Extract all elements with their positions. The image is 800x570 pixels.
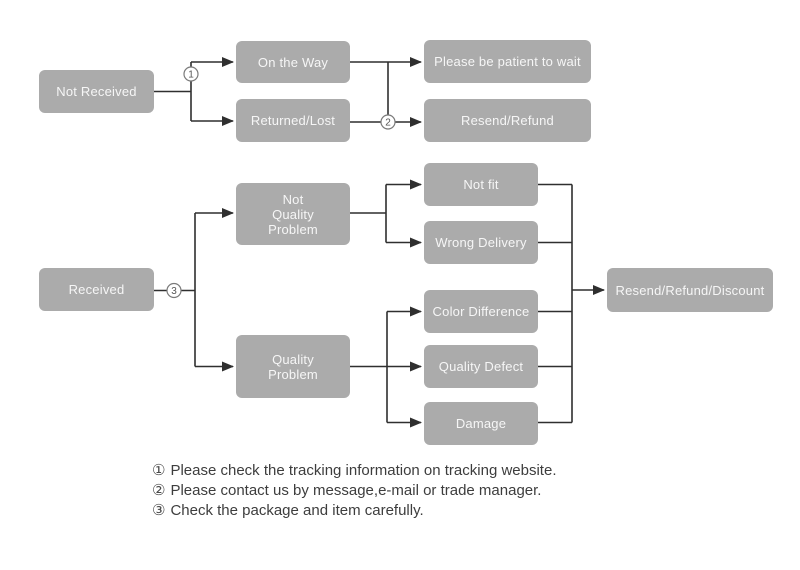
node-not-quality-problem: Not Quality Problem xyxy=(236,183,350,245)
node-please-be-patient: Please be patient to wait xyxy=(424,40,591,83)
node-wrong-delivery: Wrong Delivery xyxy=(424,221,538,264)
footnote-text-3: Check the package and item carefully. xyxy=(170,502,424,519)
node-quality-defect: Quality Defect xyxy=(424,345,538,388)
junction-digit-2: 2 xyxy=(385,118,391,129)
junction-circle-1 xyxy=(183,66,199,82)
node-on-the-way: On the Way xyxy=(236,41,350,83)
link-quality-bracket xyxy=(350,311,388,423)
footnote-marker-2: ② xyxy=(152,482,166,499)
node-not-fit: Not fit xyxy=(424,163,538,206)
connector-lines xyxy=(154,57,605,428)
node-quality-problem: Quality Problem xyxy=(236,335,350,398)
footnote-marker-1: ① xyxy=(152,462,166,479)
junction-marker-2: 2 xyxy=(380,114,396,130)
node-resend-refund-discount: Resend/Refund/Discount xyxy=(607,268,773,312)
node-resend-refund: Resend/Refund xyxy=(424,99,591,142)
link-convergence xyxy=(538,183,573,424)
junction-circle-3 xyxy=(166,282,182,299)
link-not-quality-bracket xyxy=(350,184,387,243)
footnote-text-2: Please contact us by message,e-mail or t… xyxy=(170,482,542,499)
footnote-text-1: Please check the tracking information on… xyxy=(170,462,557,479)
junction-digit-3: 3 xyxy=(171,286,177,297)
node-not-received: Not Received xyxy=(39,70,154,113)
junction-digit-1: 1 xyxy=(188,70,194,81)
footnote-marker-3: ③ xyxy=(152,502,166,519)
node-returned-lost: Returned/Lost xyxy=(236,99,350,142)
junction-circle-2 xyxy=(380,114,396,130)
node-received: Received xyxy=(39,268,154,311)
node-damage: Damage xyxy=(424,402,538,445)
junction-marker-1: 1 xyxy=(183,66,199,82)
junction-marker-3: 3 xyxy=(166,282,182,299)
node-color-difference: Color Difference xyxy=(424,290,538,333)
